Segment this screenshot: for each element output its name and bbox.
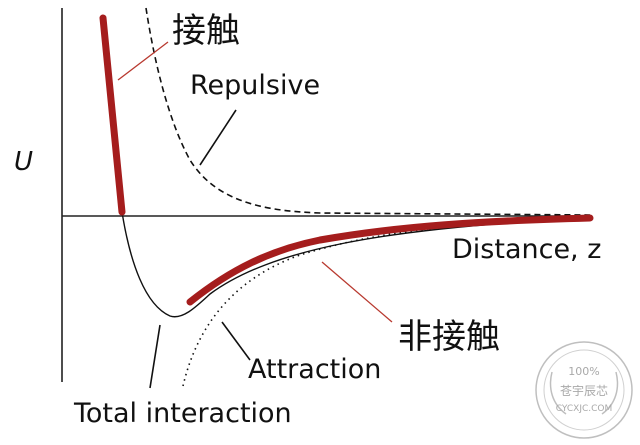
attraction-curve (182, 218, 591, 387)
y-axis-label: U (14, 147, 33, 177)
total-interaction-label: Total interaction (73, 398, 292, 429)
non-contact-pointer-line (321, 261, 393, 323)
attraction-label: Attraction (248, 354, 381, 385)
repulsive-label: Repulsive (190, 70, 320, 101)
attraction-pointer-line (221, 321, 251, 361)
watermark-percent: 100% (568, 365, 599, 378)
total-pointer-line (149, 324, 161, 389)
non-contact-label: 非接触 (398, 317, 500, 357)
contact-region-highlight (99, 14, 126, 216)
watermark-name: 苍宇辰芯 (560, 384, 608, 398)
contact-label: 接触 (172, 11, 240, 51)
x-axis-label: Distance, z (452, 234, 601, 265)
repulsive-curve (145, 7, 591, 216)
repulsive-pointer-line (199, 109, 237, 166)
contact-pointer-line (117, 41, 169, 81)
total-interaction-curve (102, 17, 591, 318)
watermark-stamp: 100% 苍宇辰芯 CYCXJC.COM (535, 341, 633, 439)
watermark-url: CYCXJC.COM (556, 404, 613, 414)
laurel-icon (549, 371, 619, 415)
non-contact-region-highlight (186, 214, 594, 306)
